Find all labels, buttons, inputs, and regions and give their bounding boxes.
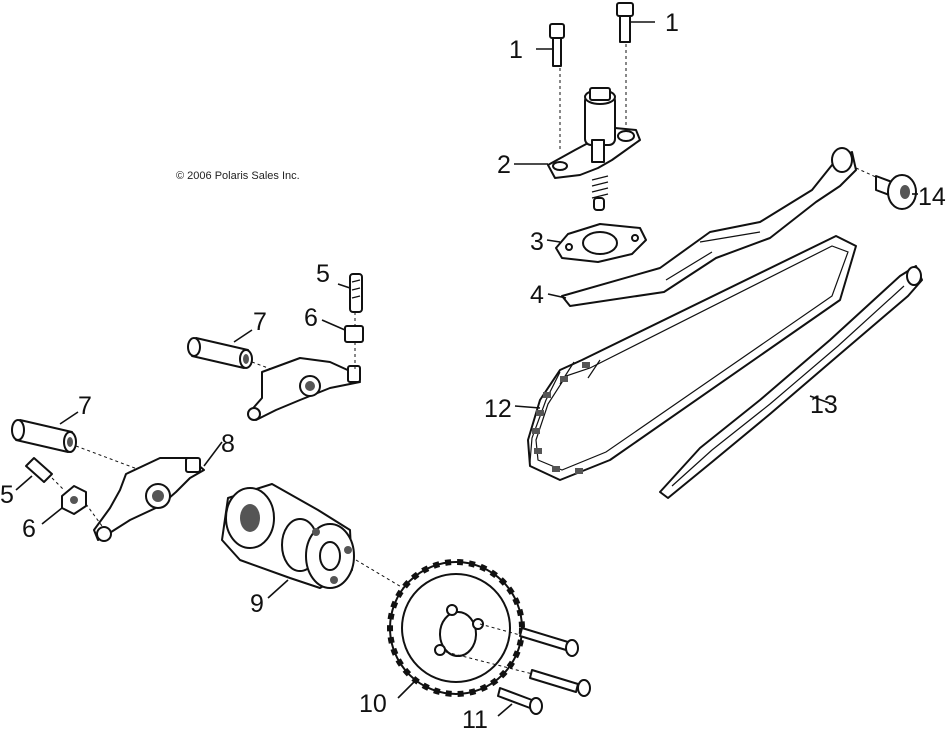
callout-4: 4 — [530, 281, 544, 309]
adjuster-screw-upper — [349, 273, 363, 313]
chain-guide — [659, 265, 923, 499]
sprocket-bolts — [497, 627, 591, 715]
callout-10: 10 — [359, 690, 387, 718]
rocker-arm-upper — [247, 357, 361, 421]
callout-7-lower: 7 — [78, 392, 92, 420]
adjuster-screw-lower — [25, 457, 53, 483]
callout-6-upper: 6 — [304, 304, 318, 332]
callout-9: 9 — [250, 590, 264, 618]
callout-12: 12 — [484, 395, 512, 423]
cam-chain — [527, 235, 857, 481]
callout-8: 8 — [221, 430, 235, 458]
callout-1-right: 1 — [665, 9, 679, 37]
bolt-right — [616, 2, 634, 128]
pivot-bolt — [855, 167, 917, 210]
callout-3: 3 — [530, 228, 544, 256]
bolt-left — [549, 23, 565, 150]
callout-14: 14 — [918, 183, 946, 211]
tensioner-gasket — [555, 223, 647, 263]
leader-lines — [15, 21, 918, 717]
rocker-arm-lower — [93, 457, 205, 542]
callout-11: 11 — [462, 706, 488, 730]
callout-2: 2 — [497, 151, 511, 179]
rocker-shaft-lower — [11, 419, 141, 471]
callout-6-lower: 6 — [22, 515, 36, 543]
lock-nut-lower — [51, 477, 103, 527]
copyright-text: © 2006 Polaris Sales Inc. — [176, 170, 300, 182]
callout-labels: 1 1 2 3 4 5 6 7 7 5 6 8 9 10 11 12 13 14 — [0, 9, 946, 730]
lock-nut-upper — [344, 312, 364, 370]
camshaft — [221, 483, 441, 611]
cam-sprocket — [387, 559, 573, 697]
callout-1-left: 1 — [509, 36, 523, 64]
callout-7-upper: 7 — [253, 308, 267, 336]
callout-5-lower: 5 — [0, 481, 14, 509]
callout-13: 13 — [810, 391, 838, 419]
callout-5-upper: 5 — [316, 260, 330, 288]
chain-tensioner-guide — [561, 147, 857, 307]
tensioner-assembly — [547, 2, 647, 263]
cam-chain-tensioner — [547, 87, 641, 211]
